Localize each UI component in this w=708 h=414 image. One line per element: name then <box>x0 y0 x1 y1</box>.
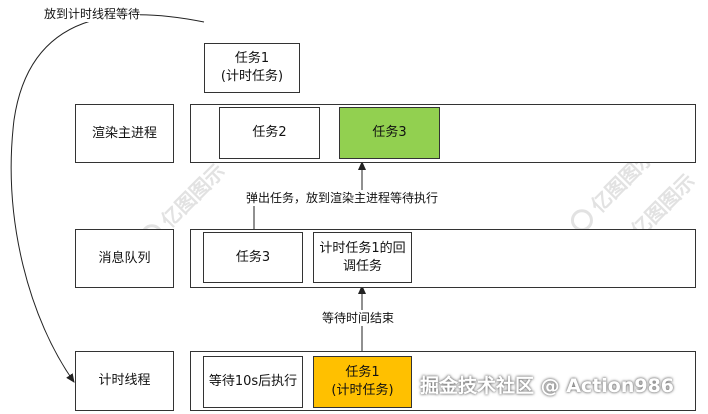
queue-task-3-text: 任务3 <box>235 249 271 265</box>
render-task-2-text: 任务2 <box>252 125 287 140</box>
queue-callback-task-line2: 调任务 <box>342 258 382 274</box>
render-thread-label: 渲染主进程 <box>75 104 174 163</box>
annotation-wait-finished: 等待时间结束 <box>322 310 395 326</box>
timer-wait-task[interactable]: 等待10s后执行 <box>203 356 303 408</box>
render-task-3[interactable]: 任务3 <box>339 107 440 159</box>
queue-callback-task[interactable]: 计时任务1的回 调任务 <box>313 232 412 283</box>
arrow-to-timer-thread <box>10 14 205 383</box>
timer-thread-label-text: 计时线程 <box>98 373 151 388</box>
annotation-to-timer: 放到计时线程等待 <box>44 6 141 22</box>
message-queue-label: 消息队列 <box>75 229 174 288</box>
floating-task-1[interactable]: 任务1 (计时任务) <box>204 43 300 93</box>
timer-task-1-subtitle: (计时任务) <box>331 383 394 398</box>
credit-watermark: 掘金技术社区 @ Action986 <box>420 375 675 397</box>
render-task-3-text: 任务3 <box>372 125 407 140</box>
timer-thread-label: 计时线程 <box>75 351 174 411</box>
floating-task-title: 任务1 <box>234 51 270 66</box>
queue-task-3[interactable]: 任务3 <box>203 232 303 283</box>
floating-task-subtitle: (计时任务) <box>220 69 284 84</box>
render-task-2[interactable]: 任务2 <box>219 107 320 159</box>
message-queue-label-text: 消息队列 <box>98 250 151 266</box>
timer-wait-task-text: 等待10s后执行 <box>208 374 298 389</box>
timer-task-1-title: 任务1 <box>345 365 380 380</box>
render-thread-label-text: 渲染主进程 <box>91 125 157 141</box>
annotation-pop-task: 弹出任务，放到渲染主进程等待执行 <box>246 190 439 206</box>
queue-callback-task-line1: 计时任务1的回 <box>319 240 406 256</box>
timer-task-1[interactable]: 任务1 (计时任务) <box>313 356 412 408</box>
